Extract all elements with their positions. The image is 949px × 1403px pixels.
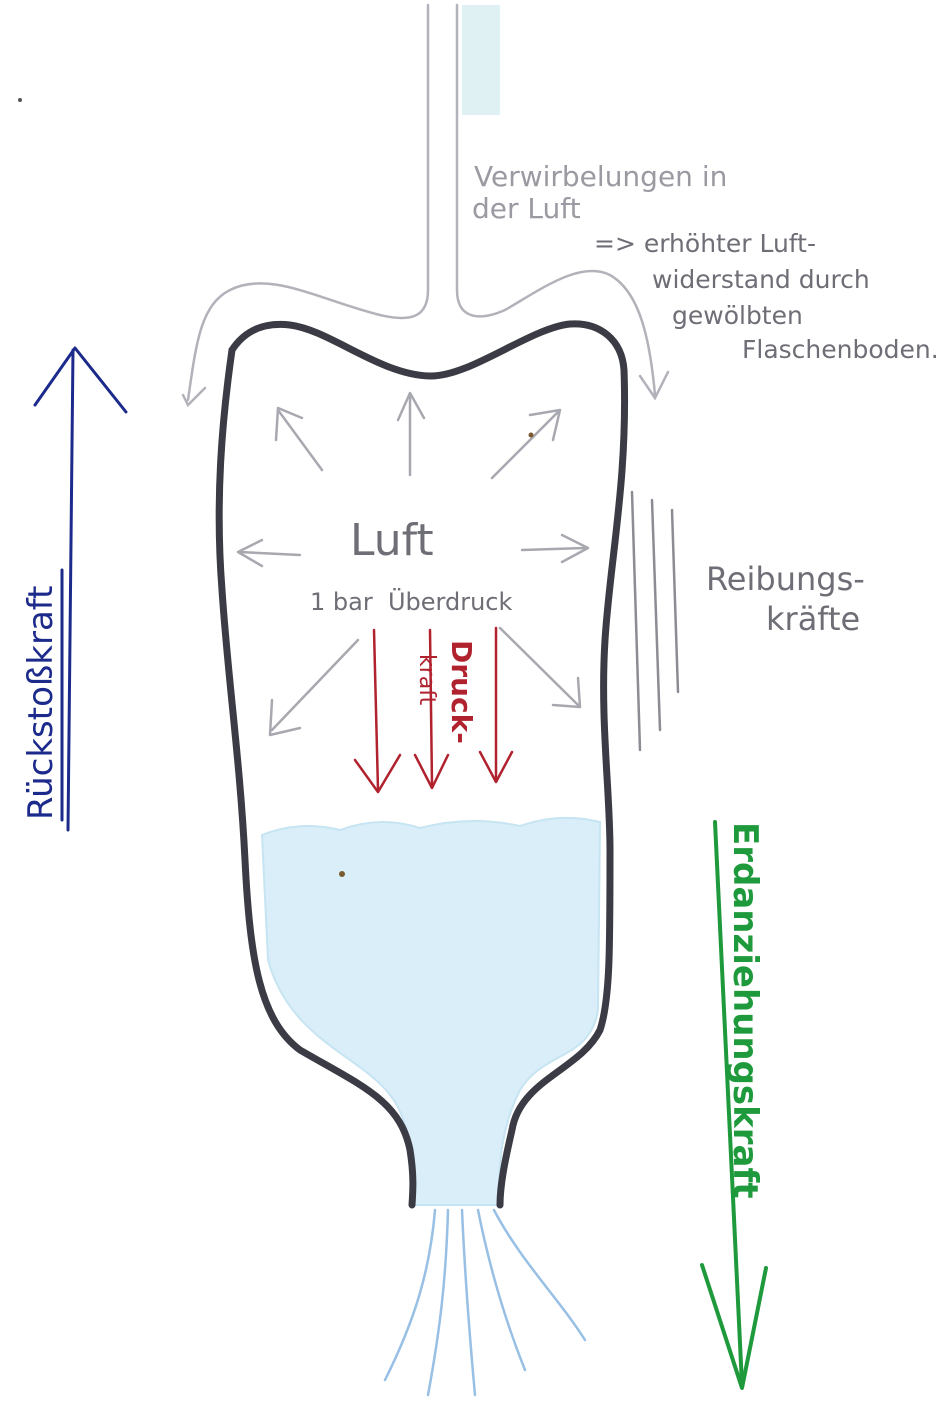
drag-label-line1: => erhöhter Luft- — [594, 229, 816, 258]
pressure-force-label: Druck- kraft — [414, 640, 478, 744]
speck — [18, 98, 22, 102]
turbulence-label-line2: der Luft — [472, 192, 581, 225]
pressure-force-label-line1: Druck- — [445, 640, 478, 744]
water-jet — [385, 1210, 585, 1395]
turbulence-label-line1: Verwirbelungen in — [474, 160, 727, 193]
pressure-force-arrows — [355, 628, 512, 792]
air-label: Luft — [350, 515, 434, 566]
pressure-force-label-line2: kraft — [414, 654, 439, 706]
drag-label-line3: gewölbten — [672, 301, 803, 330]
speck — [529, 433, 534, 438]
friction-lines — [632, 492, 678, 750]
drag-label-line2: widerstand durch — [652, 265, 870, 294]
turbulence-color-wisp — [462, 5, 500, 115]
gravity-label: Erdanziehungskraft — [725, 822, 765, 1199]
speck — [339, 871, 345, 877]
turbulence-streamlines — [183, 5, 668, 405]
thrust-label: Rückstoßkraft — [21, 586, 61, 821]
water-fill — [262, 818, 600, 1205]
drag-label-line4: Flaschenboden. — [742, 335, 939, 364]
friction-label-line1: Reibungs- — [706, 560, 865, 598]
overpressure-label: 1 bar Überdruck — [310, 587, 512, 616]
friction-label-line2: kräfte — [766, 600, 860, 638]
